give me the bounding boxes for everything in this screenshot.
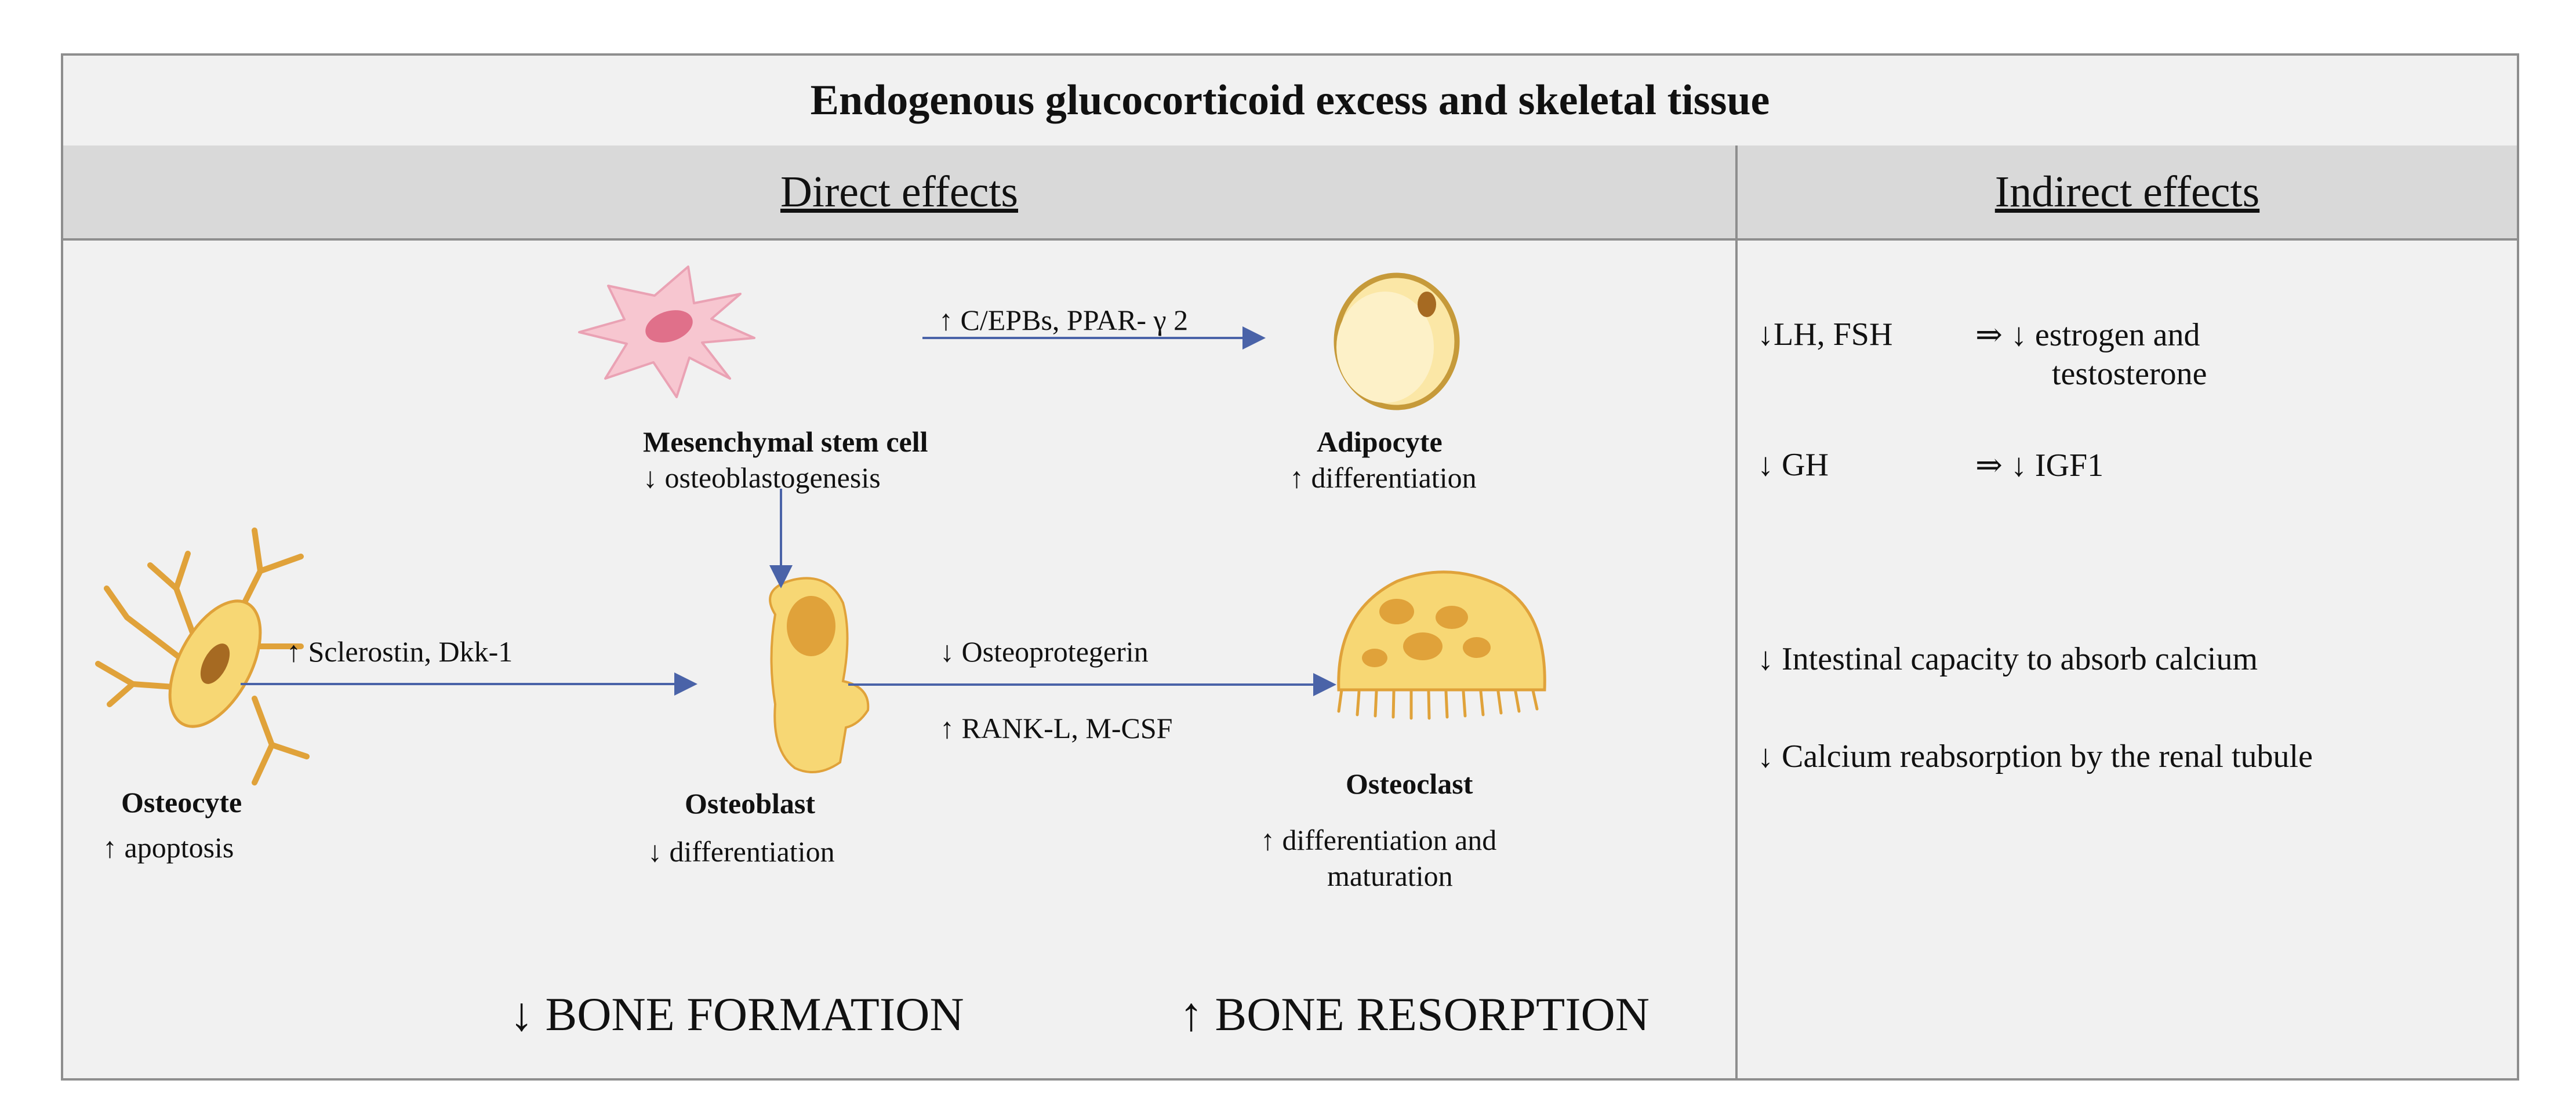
osteocyte-body-icon bbox=[168, 599, 262, 728]
adipocyte-name: Adipocyte bbox=[1317, 425, 1443, 458]
direct-effects-diagram bbox=[95, 265, 1546, 785]
arrow-label-cebps: ↑ C/EPBs, PPAR- γ 2 bbox=[939, 304, 1189, 336]
gh-cause: ↓ GH bbox=[1757, 447, 1829, 483]
adipocyte-icon bbox=[1334, 272, 1460, 410]
gh-effect: ⇒ ↓ IGF1 bbox=[1975, 448, 2104, 483]
adipocyte-effect: ↑ differentiation bbox=[1289, 461, 1477, 494]
osteoblast-icon bbox=[769, 577, 870, 774]
mesenchymal-stem-cell-icon bbox=[578, 265, 755, 398]
osteoclast-icon bbox=[1337, 570, 1546, 720]
arrow-label-osteoprotegerin: ↓ Osteoprotegerin bbox=[940, 635, 1149, 668]
lh-fsh-cause: ↓LH, FSH bbox=[1757, 317, 1893, 352]
header-row: Direct effects Indirect effects bbox=[63, 146, 2517, 241]
osteoblast-name: Osteoblast bbox=[685, 787, 815, 820]
figure-frame: Endogenous glucocorticoid excess and ske… bbox=[61, 53, 2519, 1081]
osteoclast-name: Osteoclast bbox=[1346, 768, 1473, 800]
osteocyte-name: Osteocyte bbox=[121, 786, 242, 819]
msc-effect: ↓ osteoblastogenesis bbox=[643, 461, 881, 494]
content-area: ↑ C/EPBs, PPAR- γ 2 Mesenchymal stem cel… bbox=[63, 241, 2517, 1081]
column-divider bbox=[1735, 146, 1738, 1081]
osteoclast-effect-line2: maturation bbox=[1327, 860, 1453, 892]
bone-formation-outcome: ↓ BONE FORMATION bbox=[510, 988, 964, 1041]
arrow-label-sclerostin: ↑ Sclerostin, Dkk-1 bbox=[286, 635, 513, 668]
msc-name: Mesenchymal stem cell bbox=[643, 425, 928, 458]
osteoblast-effect: ↓ differentiation bbox=[648, 835, 835, 868]
osteocyte-effect: ↑ apoptosis bbox=[103, 831, 234, 864]
bone-resorption-outcome: ↑ BONE RESORPTION bbox=[1179, 988, 1649, 1041]
figure-title: Endogenous glucocorticoid excess and ske… bbox=[63, 56, 2517, 148]
intestinal-effect: ↓ Intestinal capacity to absorb calcium bbox=[1757, 641, 2258, 677]
arrow-label-rankl: ↑ RANK-L, M-CSF bbox=[940, 712, 1173, 744]
renal-effect: ↓ Calcium reabsorption by the renal tubu… bbox=[1757, 739, 2313, 774]
osteoclast-effect-line1: ↑ differentiation and bbox=[1260, 824, 1497, 856]
lh-fsh-effect-line2: testosterone bbox=[2052, 356, 2207, 392]
direct-effects-header: Direct effects bbox=[780, 167, 1019, 216]
lh-fsh-effect-line1: ⇒ ↓ estrogen and bbox=[1975, 317, 2200, 353]
indirect-effects-header: Indirect effects bbox=[1994, 167, 2260, 216]
